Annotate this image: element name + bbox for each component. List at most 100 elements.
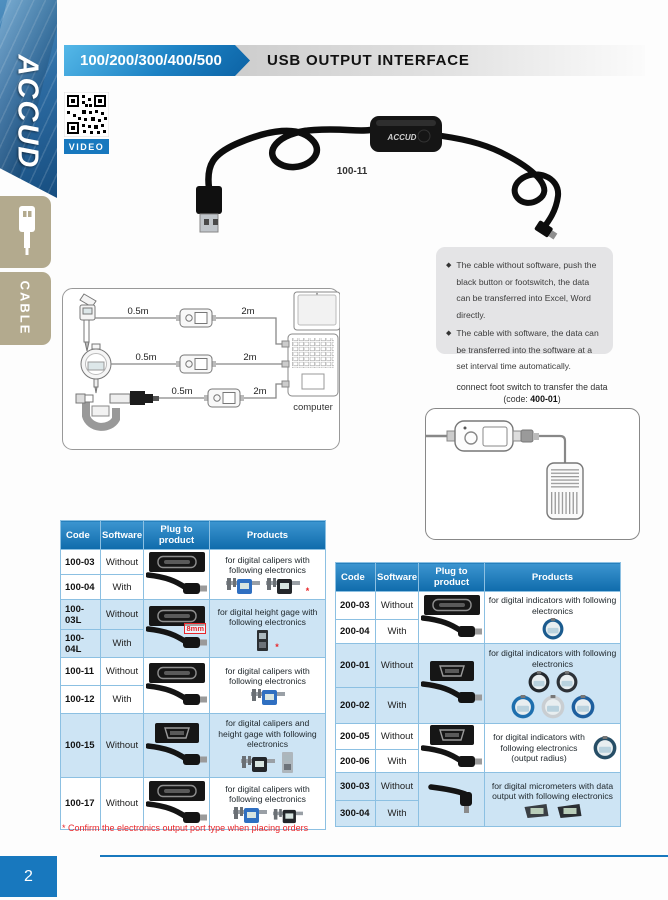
cable-jack-icon [427, 784, 477, 816]
cable-length-label: 0.5m [171, 386, 192, 397]
cable-plug-icon [421, 745, 483, 771]
col-header-code: Code [60, 520, 101, 550]
indicator-icon [541, 695, 564, 719]
brand-logo: ACCUD [11, 54, 44, 170]
products-text: for digital micrometers with data output… [491, 780, 614, 802]
cable-plug-icon [146, 683, 208, 709]
note-text: The cable with software, the data can be… [456, 328, 599, 371]
cable-lines [95, 317, 282, 399]
software-cell: Without [375, 591, 419, 620]
height-gage-icon [282, 751, 293, 773]
cable-plug-icon [421, 615, 483, 641]
note-item: ◆ The cable with software, the data can … [446, 325, 604, 375]
page-number: 2 [0, 856, 57, 897]
indicator-icon [511, 695, 534, 719]
table-row: 300-04 With [335, 800, 621, 827]
col-header-products: Products [209, 520, 326, 550]
caliper-icon [265, 577, 300, 594]
code-cell: 100-11 [60, 657, 101, 686]
code-cell: 200-04 [335, 619, 376, 644]
col-header-code: Code [335, 562, 376, 592]
software-cell: With [100, 629, 144, 658]
software-cell: With [100, 574, 144, 600]
cable-length-label: 2m [243, 352, 256, 363]
table-row: 200-02 With [335, 687, 621, 724]
software-cell: Without [100, 599, 144, 630]
table-row: 200-05 Without for digital indicators wi… [335, 723, 621, 773]
asterisk-mark: * [275, 641, 279, 652]
page-title: USB OUTPUT INTERFACE [267, 52, 470, 69]
port-photo [428, 725, 475, 745]
indicator-icon [571, 695, 594, 719]
footswitch-diagram [425, 408, 640, 540]
table-row: 100-04 With [60, 574, 326, 600]
plug-cell [418, 643, 485, 724]
port-photo [148, 551, 205, 572]
code-cell: 100-04 [60, 574, 101, 600]
foot-pedal-icon [546, 462, 584, 520]
products-text: for digital indicators with following el… [488, 595, 617, 616]
table-row: 100-03 Without for digital calipers with… [60, 549, 326, 600]
plug-cell [418, 591, 485, 644]
caliper-icon [272, 808, 303, 823]
cable-length-label: 2m [253, 386, 266, 397]
cable-photo-drawing: ACCUD [196, 116, 562, 240]
code-cell: 200-01 [335, 643, 376, 688]
caliper-icon [232, 806, 267, 823]
series-label: 100/200/300/400/500 [80, 52, 222, 69]
products-cell: for digital indicators with following el… [484, 591, 621, 644]
software-cell: With [100, 685, 144, 714]
port-photo [148, 662, 205, 683]
table-row: 100-04L With [60, 629, 326, 658]
plug-cell [143, 777, 210, 830]
qr-code-icon [64, 92, 109, 137]
table-header-row: Code Software Plug to product Products [60, 520, 326, 550]
cable-length-label: 0.5m [135, 352, 156, 363]
code-cell: 100-12 [60, 685, 101, 714]
cable-plug-icon [146, 743, 208, 769]
indicator-icon [593, 736, 617, 760]
caliper-icon [250, 688, 285, 705]
cable-plug-icon [421, 681, 483, 707]
products-cell: for digital calipers with following elec… [209, 657, 326, 714]
diamond-bullet-icon: ◆ [446, 330, 452, 337]
products-cell: for digital calipers with following elec… [209, 777, 326, 830]
col-header-software: Software [375, 562, 419, 592]
software-cell: Without [100, 549, 144, 575]
table-row: 200-01 Without for digital indicators wi… [335, 643, 621, 724]
code-cell: 300-04 [335, 800, 376, 827]
software-cell: Without [100, 657, 144, 686]
products-text: for digital indicators with following el… [493, 732, 585, 764]
asterisk-mark: * [305, 585, 310, 596]
table-row: 200-04 With [335, 619, 621, 644]
plug-cell [143, 657, 210, 714]
video-badge: VIDEO [64, 139, 109, 154]
notes-box: ◆ The cable without software, push the b… [436, 247, 613, 371]
header-title-banner: USB OUTPUT INTERFACE [232, 45, 645, 76]
products-text: for digital calipers with following elec… [225, 554, 310, 576]
plug-cell [143, 549, 210, 600]
interface-box-icon [203, 388, 245, 408]
products-text: for digital calipers and height gage wit… [218, 718, 317, 750]
port-photo [428, 660, 475, 681]
diamond-bullet-icon: ◆ [446, 262, 452, 269]
software-cell: Without [100, 713, 144, 778]
products-cell: for digital indicators with following el… [484, 723, 621, 773]
plug-cell [418, 723, 485, 773]
plug-cell [418, 772, 485, 827]
table-row: 100-03L Without 8mm for digital height g… [60, 599, 326, 658]
code-cell: 100-03L [60, 599, 101, 630]
port-photo [153, 722, 200, 743]
header-series-banner: 100/200/300/400/500 [64, 45, 250, 76]
indicator-icon [528, 671, 549, 693]
micrometer-icon [524, 803, 548, 818]
sidebar-cable-tab [0, 272, 51, 345]
products-cell: for digital height gage with following e… [209, 599, 326, 658]
code-cell: 300-03 [335, 772, 376, 801]
products-cell: for digital calipers and height gage wit… [209, 713, 326, 778]
caliper-icon [79, 293, 97, 352]
products-cell: for digital micrometers with data output… [484, 772, 621, 827]
table-row: 200-03 Without for digital indicators wi… [335, 591, 621, 644]
software-cell: Without [100, 777, 144, 830]
